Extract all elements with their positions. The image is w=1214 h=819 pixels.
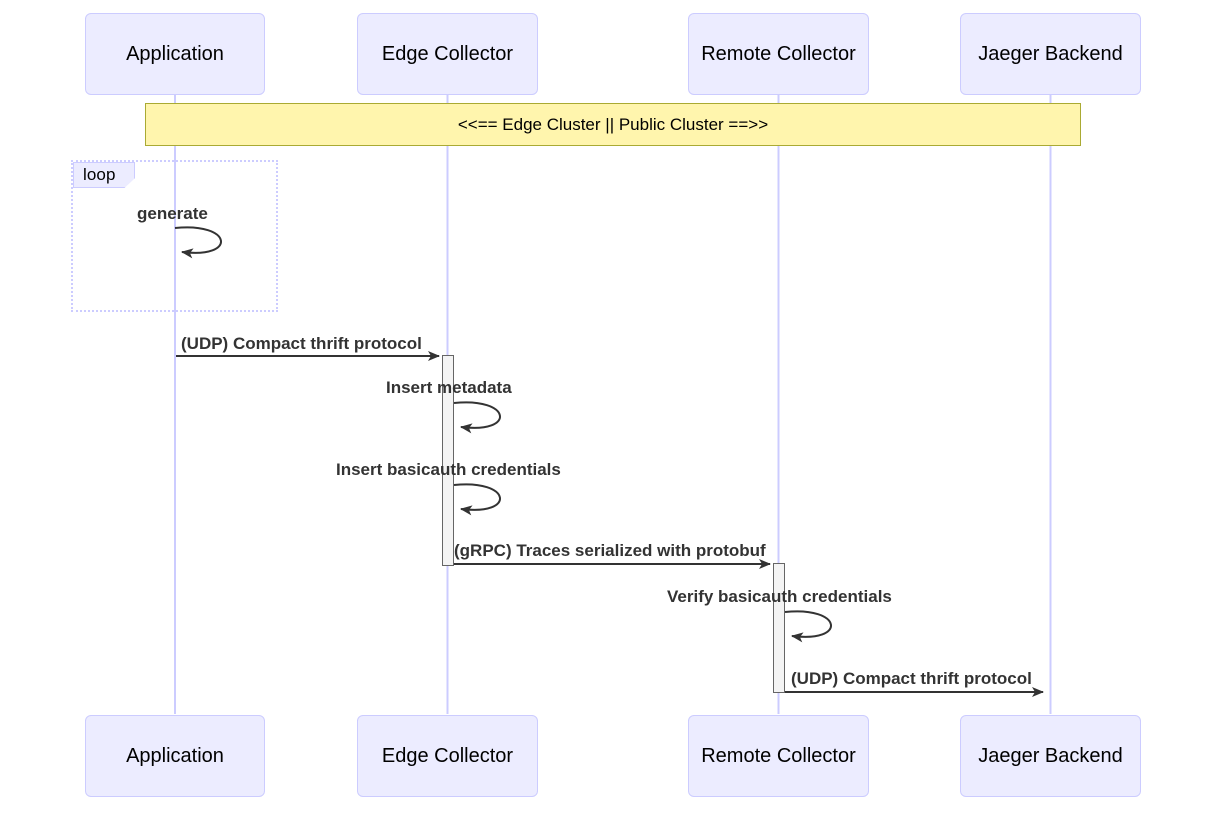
loop-fragment-tag: loop: [73, 162, 135, 188]
activation-remote-collector: [773, 563, 785, 693]
message-label-insert-metadata: Insert metadata: [386, 378, 512, 397]
actor-label: Jaeger Backend: [978, 43, 1123, 65]
note-edge-public-cluster: <<== Edge Cluster || Public Cluster ==>>: [145, 103, 1081, 146]
actor-label: Application: [126, 43, 224, 65]
message-label-generate: generate: [137, 204, 208, 223]
actor-label: Application: [126, 745, 224, 767]
actor-bottom-edge-collector[interactable]: Edge Collector: [357, 715, 538, 797]
actor-label: Edge Collector: [381, 745, 514, 767]
loop-fragment-label: loop: [83, 165, 116, 184]
actor-top-application[interactable]: Application: [85, 13, 265, 95]
actor-bottom-jaeger-backend[interactable]: Jaeger Backend: [960, 715, 1141, 797]
actor-label: Remote Collector: [701, 745, 856, 767]
actor-label: Remote Collector: [701, 43, 856, 65]
actor-top-jaeger-backend[interactable]: Jaeger Backend: [960, 13, 1141, 95]
message-insert-metadata-arrow: [453, 401, 501, 434]
message-label-udp-compact-thrift-2: (UDP) Compact thrift protocol: [791, 669, 1032, 688]
message-label-udp-compact-thrift-1: (UDP) Compact thrift protocol: [181, 334, 422, 353]
note-text: <<== Edge Cluster || Public Cluster ==>>: [457, 114, 769, 134]
activation-edge-collector: [442, 355, 454, 566]
loop-fragment: [71, 160, 278, 312]
message-insert-basicauth-arrow: [453, 483, 501, 516]
actor-bottom-remote-collector[interactable]: Remote Collector: [688, 715, 869, 797]
message-label-grpc-traces-protobuf: (gRPC) Traces serialized with protobuf: [454, 541, 766, 560]
actor-top-remote-collector[interactable]: Remote Collector: [688, 13, 869, 95]
actor-bottom-application[interactable]: Application: [85, 715, 265, 797]
message-label-insert-basicauth: Insert basicauth credentials: [336, 460, 561, 479]
message-verify-basicauth-arrow: [784, 610, 832, 643]
actor-label: Edge Collector: [381, 43, 514, 65]
actor-label: Jaeger Backend: [978, 745, 1123, 767]
message-generate-arrow: [174, 226, 222, 259]
lifelines: [174, 95, 1052, 714]
actor-top-edge-collector[interactable]: Edge Collector: [357, 13, 538, 95]
message-label-verify-basicauth: Verify basicauth credentials: [667, 587, 892, 606]
